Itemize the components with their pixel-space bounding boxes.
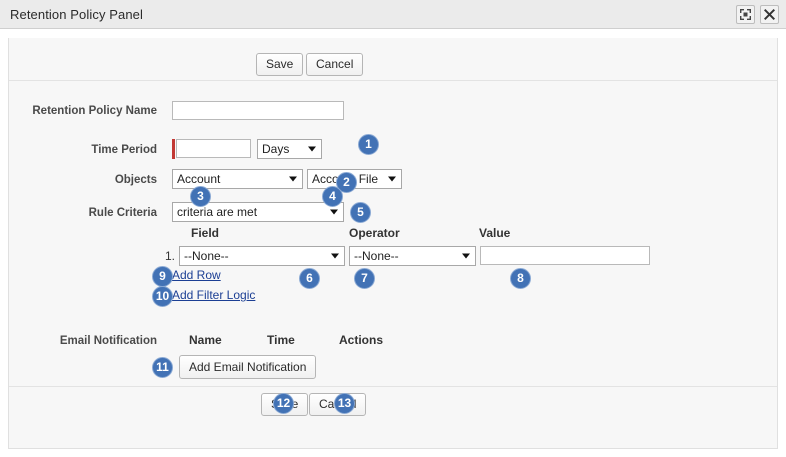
- criteria-field-value: --None--: [184, 249, 229, 263]
- chevron-down-icon: [331, 253, 339, 259]
- criteria-value-input[interactable]: [480, 246, 650, 265]
- badge-11: 11: [152, 357, 173, 378]
- bottom-button-bar: Save Cancel: [9, 386, 777, 422]
- email-column-actions: Actions: [339, 333, 384, 347]
- chevron-down-icon: [462, 253, 470, 259]
- criteria-operator-select[interactable]: --None--: [349, 246, 476, 266]
- required-marker: [172, 139, 175, 159]
- retention-policy-name-label: Retention Policy Name: [32, 105, 157, 117]
- time-period-unit-select[interactable]: Days: [257, 139, 322, 159]
- time-period-label: Time Period: [91, 144, 157, 156]
- objects-primary-select[interactable]: Account: [172, 169, 303, 189]
- email-column-name: Name: [189, 333, 222, 347]
- time-period-unit-value: Days: [262, 142, 290, 156]
- expand-icon[interactable]: [736, 5, 755, 24]
- badge-2: 2: [336, 172, 357, 193]
- time-period-input[interactable]: [176, 139, 251, 158]
- window-title: Retention Policy Panel: [10, 7, 143, 22]
- rule-criteria-value: criteria are met: [177, 205, 258, 219]
- chevron-down-icon: [388, 176, 396, 182]
- badge-3: 3: [190, 186, 211, 207]
- criteria-row-number: 1.: [165, 249, 176, 263]
- criteria-column-field: Field: [191, 226, 220, 240]
- add-filter-logic-link[interactable]: Add Filter Logic: [172, 288, 256, 302]
- save-button-top[interactable]: Save: [256, 53, 304, 76]
- close-icon[interactable]: [760, 5, 779, 24]
- retention-policy-panel: Save Cancel Retention Policy Name 1 Time…: [8, 38, 778, 449]
- email-column-time: Time: [267, 333, 295, 347]
- badge-13: 13: [334, 393, 355, 414]
- add-row-link[interactable]: Add Row: [172, 268, 221, 282]
- criteria-column-operator: Operator: [349, 226, 400, 240]
- window-controls: [736, 5, 779, 24]
- criteria-field-select[interactable]: --None--: [179, 246, 345, 266]
- badge-12: 12: [273, 393, 294, 414]
- badge-10: 10: [152, 286, 173, 307]
- rule-criteria-label: Rule Criteria: [88, 207, 157, 219]
- badge-6: 6: [299, 268, 320, 289]
- badge-9: 9: [152, 266, 173, 287]
- badge-7: 7: [354, 268, 375, 289]
- criteria-operator-value: --None--: [354, 249, 399, 263]
- rule-criteria-select[interactable]: criteria are met: [172, 202, 344, 222]
- badge-5: 5: [350, 202, 371, 223]
- email-notification-label: Email Notification: [59, 335, 157, 347]
- top-button-bar: Save Cancel: [9, 47, 777, 81]
- window-titlebar: Retention Policy Panel: [0, 0, 786, 29]
- criteria-column-value: Value: [479, 226, 511, 240]
- badge-4: 4: [322, 186, 343, 207]
- chevron-down-icon: [330, 209, 338, 215]
- objects-primary-value: Account: [177, 172, 221, 186]
- chevron-down-icon: [289, 176, 297, 182]
- retention-policy-name-input[interactable]: [172, 101, 344, 120]
- add-email-notification-button[interactable]: Add Email Notification: [179, 355, 317, 379]
- chevron-down-icon: [308, 146, 316, 152]
- objects-label: Objects: [114, 174, 157, 186]
- cancel-button-top[interactable]: Cancel: [306, 53, 364, 76]
- badge-8: 8: [510, 268, 531, 289]
- badge-1: 1: [358, 134, 379, 155]
